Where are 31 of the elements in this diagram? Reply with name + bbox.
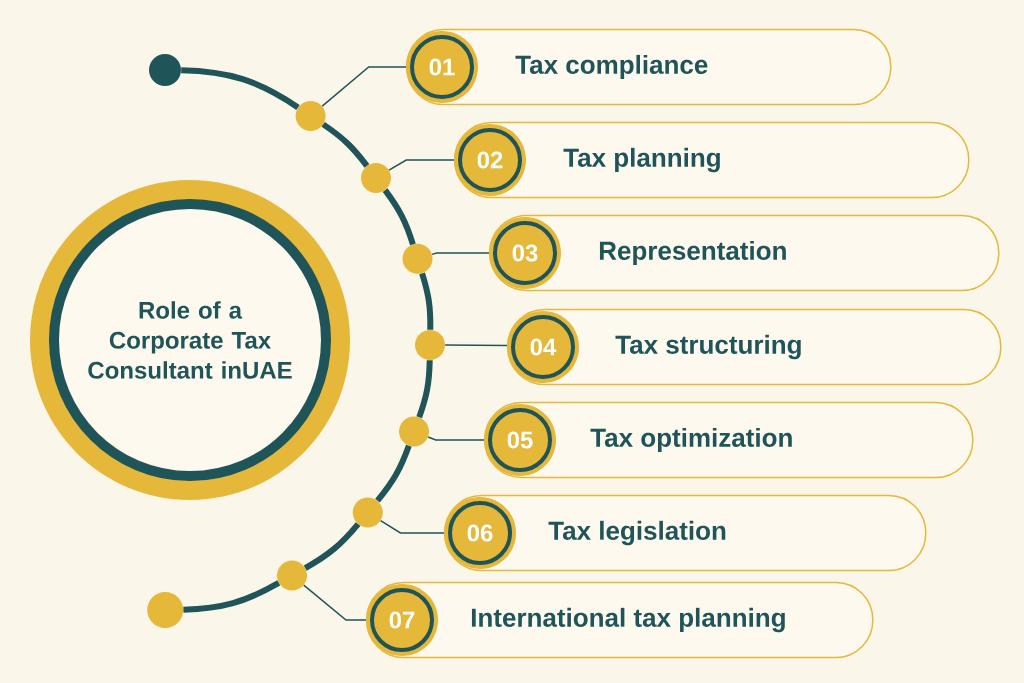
number-badge: 05	[484, 404, 556, 476]
connector-dot	[402, 243, 433, 274]
leader-line	[444, 344, 508, 347]
arc-segment	[382, 188, 416, 246]
arc-segment	[375, 444, 412, 503]
leader-line	[379, 519, 445, 534]
leader-line	[303, 584, 367, 621]
arc-segment	[416, 360, 433, 419]
arc-segment	[181, 67, 300, 110]
number-badge: 06	[444, 497, 516, 569]
connector-dot	[277, 560, 307, 591]
arc-segment	[303, 522, 361, 571]
number-badge: 03	[489, 217, 561, 289]
connector-dot	[295, 100, 326, 131]
leader-line	[427, 436, 485, 441]
arc-segment	[321, 121, 370, 168]
arc-end-dot	[147, 592, 184, 628]
number-badge: 07	[366, 584, 438, 656]
arc-segment	[419, 272, 434, 330]
number-badge: 04	[507, 311, 579, 383]
leader-line	[431, 252, 490, 256]
leader-line	[321, 66, 407, 107]
number-badge: 01	[406, 31, 478, 103]
leader-line	[388, 159, 455, 171]
arc-end-dot	[149, 54, 181, 86]
connector-dot	[361, 163, 391, 193]
connector-dot	[415, 330, 445, 360]
arc-segment	[183, 580, 281, 613]
connector-dot	[399, 416, 429, 447]
number-badge: 02	[454, 124, 526, 196]
connector-dot	[352, 497, 383, 528]
